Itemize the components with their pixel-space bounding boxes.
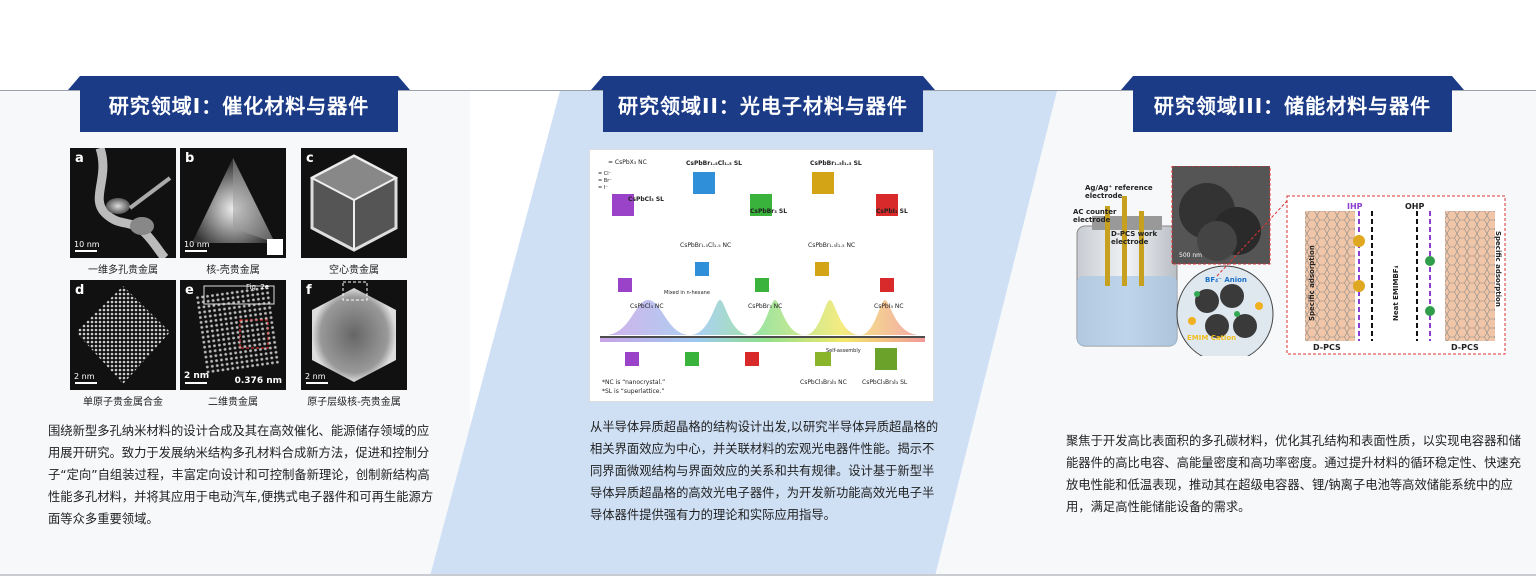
energy-storage-figure: Ag/Ag⁺ reference electrode AC counter el… xyxy=(1067,166,1507,356)
ihp-label: IHP xyxy=(1347,202,1363,211)
ion-legend-br: = Br⁻ xyxy=(598,178,612,184)
adsorption-label-right: Specific adsorption xyxy=(1494,231,1502,307)
panel-e-spacing: 0.376 nm xyxy=(234,376,282,386)
panel-c-label: 空心贵金属 xyxy=(329,265,379,276)
panel-a-scalebar xyxy=(75,250,97,252)
panel-d-scale: 2 nm xyxy=(74,372,95,381)
panel-a-letter: a xyxy=(75,151,84,166)
section-1-title-text: 研究领域I：催化材料与器件 xyxy=(108,93,370,118)
sl-label-5: CsPbI₃ SL xyxy=(876,208,908,215)
panel-a-scale: 10 nm xyxy=(74,240,100,249)
panel-a-label: 一维多孔贵金属 xyxy=(88,265,158,276)
sl-label-2: CsPbBr₁.₅Cl₁.₅ SL xyxy=(686,160,742,167)
panel-d-label: 单原子贵金属合金 xyxy=(83,397,163,408)
panel-f-letter: f xyxy=(306,283,312,298)
bottom-rule xyxy=(0,574,1536,576)
panel-f-image: f 2 nm xyxy=(301,280,407,390)
panel-e-image: e Fig. 2e 2 nm 0.376 nm xyxy=(180,280,286,390)
panel-a: a 10 nm 一维多孔贵金属 xyxy=(70,148,176,276)
optoelectronic-figure: = CsPbX₃ NC = Cl⁻ = Br⁻ = I⁻ CsPbCl₃ SL … xyxy=(589,149,934,402)
catalysis-figure: a 10 nm 一维多孔贵金属 b 10 nm 核-壳贵金属 c xyxy=(70,148,408,408)
bottom-sl-label: CsPbCl₃Br₃I₃ SL xyxy=(862,379,908,386)
panel-c: c 空心贵金属 xyxy=(301,148,407,276)
neat-electrolyte-label: Neat EMIMBF₄ xyxy=(1392,265,1400,321)
panel-f: f 2 nm 原子层级核-壳贵金属 xyxy=(301,280,407,408)
nc-label-5: CsPbI₃ NC xyxy=(874,303,904,310)
section-3-title: 研究领域III：储能材料与器件 xyxy=(1121,76,1464,132)
panel-a-image: a 10 nm xyxy=(70,148,176,258)
panel-b-image: b 10 nm xyxy=(180,148,286,258)
dpcs-label-left: D-PCS xyxy=(1313,343,1341,352)
nc-label-4: CsPbBr₁.₅I₁.₅ NC xyxy=(808,242,856,249)
process-label-self-assembly: Self-assembly xyxy=(826,348,861,354)
nc-label-1: CsPbCl₃ NC xyxy=(630,303,664,310)
note-sl: *SL is “superlattice.” xyxy=(602,388,665,395)
panel-c-letter: c xyxy=(306,151,314,166)
panel-f-label: 原子层级核-壳贵金属 xyxy=(307,397,401,408)
anion-label: BF₄⁻ Anion xyxy=(1205,276,1247,284)
panel-f-scalebar xyxy=(306,382,328,384)
bottom-nc-label: CsPbCl₃Br₃I₃ NC xyxy=(800,379,847,386)
panel-b-letter: b xyxy=(185,151,195,166)
ohp-label: OHP xyxy=(1405,202,1425,211)
ion-legend-i: = I⁻ xyxy=(598,185,608,191)
panel-d: d 2 nm 单原子贵金属合金 xyxy=(70,280,176,408)
nc-legend: = CsPbX₃ NC xyxy=(608,159,647,166)
cation-label: EMIM Cation xyxy=(1187,334,1237,342)
dpcs-label-right: D-PCS xyxy=(1451,343,1479,352)
panel-b: b 10 nm 核-壳贵金属 xyxy=(180,148,286,276)
sl-label-4: CsPbBr₁.₅I₁.₅ SL xyxy=(810,160,862,167)
work-electrode-label: D-PCS work electrode xyxy=(1111,230,1158,246)
section-3-description: 聚焦于开发高比表面积的多孔碳材料，优化其孔结构和表面性质，以实现电容器和储能器件… xyxy=(1066,434,1521,514)
nc-label-3: CsPbBr₃ NC xyxy=(748,303,783,310)
panel-b-label: 核-壳贵金属 xyxy=(206,265,260,276)
reference-electrode-label: Ag/Ag⁺ reference electrode xyxy=(1085,184,1153,200)
panel-e-letter: e xyxy=(185,283,194,298)
panel-e-fig-label: Fig. 2e xyxy=(246,283,270,291)
section-3-title-text: 研究领域III：储能材料与器件 xyxy=(1153,93,1432,118)
panel-d-image: d 2 nm xyxy=(70,280,176,390)
sl-label-1: CsPbCl₃ SL xyxy=(628,196,664,203)
panel-e-scalebar xyxy=(185,382,207,384)
sl-label-3: CsPbBr₃ SL xyxy=(750,208,788,215)
panel-c-image: c xyxy=(301,148,407,258)
ion-legend-cl: = Cl⁻ xyxy=(598,171,612,177)
panel-b-scalebar xyxy=(185,250,207,252)
panel-e-label: 二维贵金属 xyxy=(208,397,258,408)
nc-label-2: CsPbBr₁.₅Cl₁.₅ NC xyxy=(680,242,732,249)
tem-scale: 500 nm xyxy=(1179,252,1203,259)
axis-icon xyxy=(267,239,283,255)
panel-f-scale: 2 nm xyxy=(305,372,326,381)
section-1-description: 围绕新型多孔纳米材料的设计合成及其在高效催化、能源储存领域的应用展开研究。致力于… xyxy=(48,424,434,526)
section-2-title-text: 研究领域II：光电子材料与器件 xyxy=(618,93,908,118)
panel-d-letter: d xyxy=(75,283,85,298)
panel-d-scalebar xyxy=(75,382,97,384)
adsorption-label-left: Specific adsorption xyxy=(1308,245,1316,321)
counter-electrode-label: AC counter electrode xyxy=(1073,208,1117,224)
process-label-mixed: Mixed in n-hexane xyxy=(664,290,710,296)
panel-b-scale: 10 nm xyxy=(184,240,210,249)
section-2-title: 研究领域II：光电子材料与器件 xyxy=(591,76,935,132)
note-nc: *NC is “nanocrystal.” xyxy=(602,379,666,386)
panel-e-scale: 2 nm xyxy=(184,371,210,381)
panel-e: e Fig. 2e 2 nm 0.376 nm 二维贵金属 xyxy=(180,280,286,408)
section-2-description: 从半导体异质超晶格的结构设计出发,以研究半导体异质超晶格的相关界面效应为中心，并… xyxy=(590,420,939,522)
section-1-title: 研究领域I：催化材料与器件 xyxy=(68,76,410,132)
